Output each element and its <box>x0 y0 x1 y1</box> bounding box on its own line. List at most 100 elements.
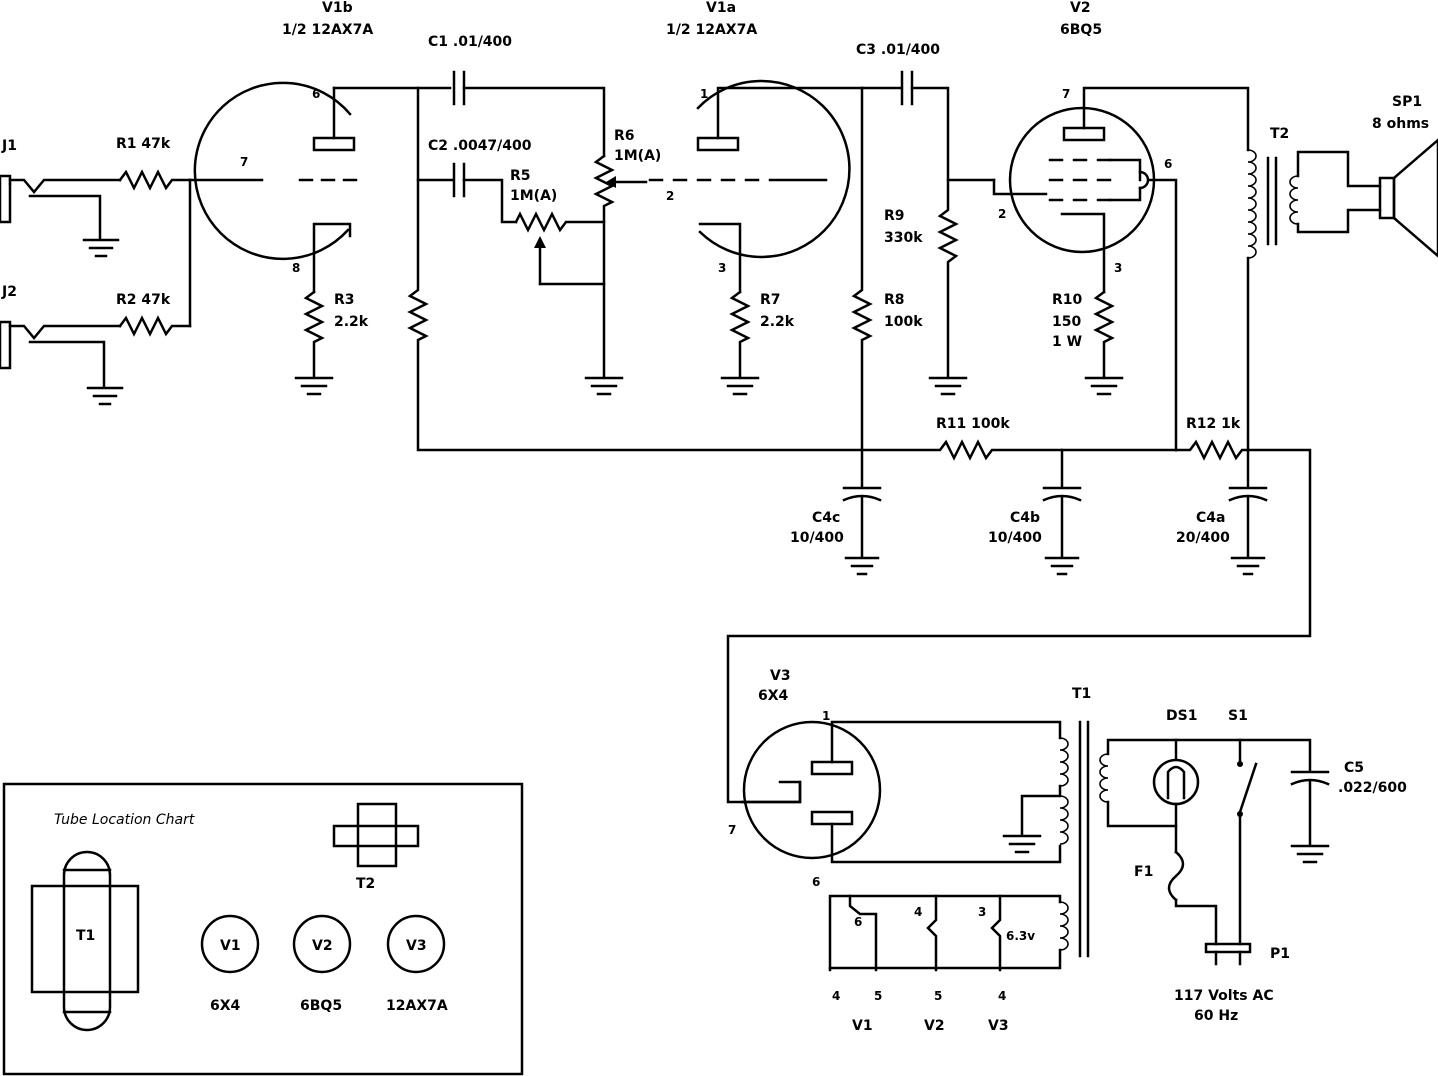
tube-location-chart: Tube Location Chart T1 T2 V1 V2 V3 6X4 6… <box>2 782 524 1076</box>
chart-t2-label: T2 <box>356 876 375 892</box>
potentiometer-r6: R6 1M(A) <box>584 128 661 396</box>
r5-ref: R5 <box>510 168 531 184</box>
capacitor-c3: C3 .01/400 <box>856 42 996 182</box>
r7-ref: R7 <box>760 292 781 308</box>
r6-value: 1M(A) <box>614 148 661 164</box>
speaker-sp1: SP1 8 ohms <box>1372 94 1438 258</box>
r10-ref: R10 <box>1052 292 1083 308</box>
c2-label: C2 .0047/400 <box>428 138 532 154</box>
chart-type-v2: 6BQ5 <box>300 998 342 1014</box>
chart-t1-label: T1 <box>76 928 95 944</box>
sp1-impedance: 8 ohms <box>1372 116 1429 132</box>
c4a-value: 20/400 <box>1176 530 1230 546</box>
heater-pin-v1: 3 <box>978 905 986 919</box>
capacitor-c1: C1 .01/400 <box>428 34 606 158</box>
r3-ref: R3 <box>334 292 355 308</box>
v1a-pin-grid: 2 <box>666 189 674 203</box>
mains-voltage: 117 Volts AC <box>1174 988 1274 1004</box>
s1-label: S1 <box>1228 708 1248 724</box>
potentiometer-r5: R5 1M(A) <box>510 168 606 286</box>
r6-ref: R6 <box>614 128 635 144</box>
t1-label: T1 <box>1072 686 1091 702</box>
r1-label: R1 47k <box>116 136 171 152</box>
chart-title: Tube Location Chart <box>54 812 195 828</box>
r3-value: 2.2k <box>334 314 369 330</box>
input-jack-j2: J2 <box>0 284 122 388</box>
r8-value: 100k <box>884 314 923 330</box>
resistor-r1: R1 47k <box>116 136 192 191</box>
chart-type-v3: 12AX7A <box>386 998 448 1014</box>
r9-ref: R9 <box>884 208 905 224</box>
switch-s1: S1 <box>1228 708 1258 946</box>
tube-v1b: V1b 1/2 12AX7A 6 7 8 <box>193 0 373 294</box>
ground-j1 <box>82 238 120 258</box>
resistor-r7: R7 2.2k <box>720 290 795 396</box>
fuse-f1: F1 <box>1134 850 1218 946</box>
ds1-label: DS1 <box>1166 708 1197 724</box>
heater-voltage: 6.3v <box>1006 929 1035 943</box>
pilot-lamp-ds1: DS1 <box>1152 708 1200 854</box>
r11-label: R11 100k <box>936 416 1010 432</box>
heater-tube-v3: V3 <box>988 1018 1009 1034</box>
c4c-ref: C4c <box>812 510 840 526</box>
capacitor-c4b: C4b 10/400 <box>988 448 1082 576</box>
v1b-pin-plate: 6 <box>312 87 320 101</box>
heater-bottom-pin-2: 5 <box>874 989 882 1003</box>
v3-pin-cathode: 7 <box>728 823 736 837</box>
chart-t2-core <box>332 824 420 848</box>
v1a-pin-cathode: 3 <box>718 261 726 275</box>
input-jack-j1: J1 <box>0 138 122 240</box>
v1a-ref: V1a <box>706 0 736 16</box>
c3-label: C3 .01/400 <box>856 42 940 58</box>
c1-label: C1 .01/400 <box>428 34 512 50</box>
heater-tube-v1: V1 <box>852 1018 873 1034</box>
resistor-r9: R9 330k <box>884 178 968 396</box>
tube-v3: V3 6X4 1 7 6 <box>728 668 1062 889</box>
v1b-pin-grid: 7 <box>240 155 248 169</box>
r10-power: 1 W <box>1052 334 1082 350</box>
v3-ref: V3 <box>770 668 791 684</box>
chart-socket-v2 <box>292 914 352 974</box>
sp1-ref: SP1 <box>1392 94 1422 110</box>
heater-bottom-pin-4: 4 <box>998 989 1006 1003</box>
v2-ref: V2 <box>1070 0 1091 16</box>
r9-value: 330k <box>884 230 923 246</box>
resistor-r10: R10 150 1 W <box>1052 290 1124 396</box>
c4b-ref: C4b <box>1010 510 1040 526</box>
t2-label: T2 <box>1270 126 1289 142</box>
v1a-type: 1/2 12AX7A <box>666 22 757 38</box>
tube-v2: V2 6BQ5 7 2 6 3 <box>992 0 1250 452</box>
chart-type-v1: 6X4 <box>210 998 241 1014</box>
j2-label: J2 <box>1 284 17 300</box>
v2-type: 6BQ5 <box>1060 22 1102 38</box>
j1-label: J1 <box>1 138 17 154</box>
power-transformer-t1: T1 6.3v <box>828 686 1312 972</box>
heater-bottom-pin-1: 4 <box>832 989 840 1003</box>
v1b-ref: V1b <box>322 0 353 16</box>
r2-label: R2 47k <box>116 292 171 308</box>
c4c-value: 10/400 <box>790 530 844 546</box>
output-transformer-t2: T2 <box>1246 126 1382 452</box>
v3-type: 6X4 <box>758 688 789 704</box>
chart-t2-body <box>356 802 398 868</box>
resistor-r8: R8 100k <box>851 86 923 488</box>
v1a-pin-plate: 1 <box>700 87 708 101</box>
c4a-ref: C4a <box>1196 510 1225 526</box>
r5-value: 1M(A) <box>510 188 557 204</box>
plug-p1: P1 117 Volts AC 60 Hz <box>1174 942 1290 1024</box>
heater-wiring: 6 4 3 4 5 5 4 V1 V2 V3 <box>832 894 1009 1034</box>
v3-pin-plate-bottom: 6 <box>812 875 820 889</box>
resistor-r3: R3 2.2k <box>294 290 369 396</box>
chart-t1-core <box>62 850 112 1032</box>
v1b-pin-cathode: 8 <box>292 261 300 275</box>
heater-bottom-pin-3: 5 <box>934 989 942 1003</box>
v1b-plate-resistor <box>407 86 864 452</box>
chart-t1-body <box>30 884 140 994</box>
tube-v1a: V1a 1/2 12AX7A 1 2 3 <box>648 0 864 294</box>
v2-pin-plate: 7 <box>1062 87 1070 101</box>
chart-socket-v2-label: V2 <box>312 938 333 954</box>
r10-value: 150 <box>1052 314 1081 330</box>
r12-label: R12 1k <box>1186 416 1241 432</box>
c5-ref: C5 <box>1344 760 1364 776</box>
